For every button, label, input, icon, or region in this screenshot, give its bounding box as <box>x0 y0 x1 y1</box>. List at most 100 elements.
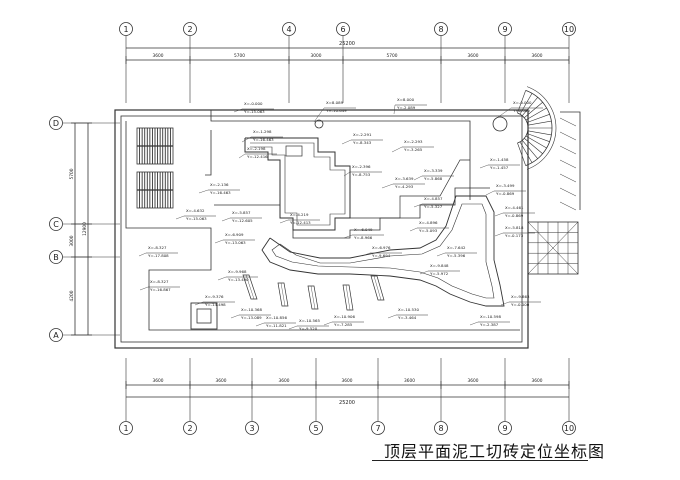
coord-x-17: X=-8.327 <box>148 245 167 250</box>
coord-y-10: Y=-5.868 <box>424 176 443 181</box>
coord-pointer-30 <box>255 322 265 327</box>
coord-x-13: X=-2.136 <box>210 182 229 187</box>
coord-x-14: X=-4.632 <box>186 208 205 213</box>
coord-x-5: X=-2.198 <box>247 146 266 151</box>
bottom-axis-bubble-2-label: 2 <box>187 424 192 433</box>
coord-pointer-31 <box>288 325 298 330</box>
spiral-tread-0 <box>517 90 526 114</box>
coord-y-31: Y=-9.520 <box>299 326 318 331</box>
top-dim-5: 3600 <box>532 53 543 59</box>
skylight-bar-0 <box>242 274 258 300</box>
left-dim-2: 4200 <box>69 290 75 301</box>
coord-y-14: Y=-15.063 <box>186 216 207 221</box>
coord-y-13: Y=-16.463 <box>210 190 231 195</box>
spiral-tread-3 <box>524 102 543 118</box>
bottom-dim-0: 3600 <box>153 378 164 384</box>
coord-pointer-16 <box>214 239 224 244</box>
right-rail-hatch-3 <box>559 159 577 169</box>
top-dim-1: 5700 <box>234 53 245 59</box>
coord-pointer-35 <box>419 270 429 275</box>
corner-marker-right <box>492 116 508 132</box>
coord-y-28: Y=-14.498 <box>205 302 226 307</box>
top-dim-4: 3600 <box>468 53 479 59</box>
spiral-tread-5 <box>526 114 550 123</box>
coord-x-33: X=-10.530 <box>398 307 419 312</box>
right-rail-hatch-5 <box>559 187 577 197</box>
bottom-dim-3: 3600 <box>342 378 353 384</box>
coord-pointer-26 <box>217 276 227 281</box>
coord-x-29: X=-10.368 <box>241 307 262 312</box>
top-axis-bubble-8 <box>434 22 448 36</box>
bottom-axis-bubble-10-label: 10 <box>564 424 574 433</box>
coord-y-29: Y=-13.089 <box>241 315 262 320</box>
coord-x-32: X=-10.906 <box>334 314 355 319</box>
coord-pointer-22 <box>361 252 371 257</box>
bottom-axis-bubble-5-label: 5 <box>313 424 318 433</box>
coord-x-23: X=-7.642 <box>447 245 466 250</box>
right-rail-hatch-6 <box>559 201 577 211</box>
coord-pointer-28 <box>194 301 204 306</box>
coord-y-2: Y=-2.089 <box>397 105 416 110</box>
coord-pointer-14 <box>175 215 185 220</box>
coord-x-24: X=-4.461 <box>505 205 524 210</box>
skylight-bar-mid-3 <box>345 284 351 311</box>
right-rail <box>560 111 581 210</box>
coord-y-8: Y=-8.753 <box>352 172 371 177</box>
slab-outline-top <box>210 110 471 200</box>
coord-y-27: Y=-16.867 <box>150 287 171 292</box>
spiral-tread-12 <box>522 140 538 159</box>
coord-pointer-18 <box>279 219 289 224</box>
coord-pointer-7 <box>391 146 403 153</box>
left-axis-bubble-A <box>49 328 63 342</box>
coord-pointer-10 <box>413 175 423 181</box>
coord-pointer-25 <box>494 232 504 237</box>
coord-y-6: Y=-8.343 <box>353 140 372 145</box>
coord-x-16: X=-6.909 <box>225 232 244 237</box>
coord-pointer-17 <box>138 252 147 257</box>
coord-y-20: Y=-5.093 <box>419 228 438 233</box>
coord-x-19: X=-4.857 <box>424 196 443 201</box>
top-dim-3: 5700 <box>387 53 398 59</box>
coord-y-3: Y=0.000 <box>513 108 530 113</box>
coord-x-3: X=-0.000 <box>513 100 532 105</box>
skylight-bar-2 <box>307 285 319 310</box>
penthouse-outline <box>244 137 351 231</box>
spiral-tread-11 <box>524 138 543 154</box>
coord-x-18: X=-4.219 <box>290 212 309 217</box>
spiral-tread-2 <box>522 97 538 116</box>
coord-y-36: Y=-2.387 <box>480 322 499 327</box>
coord-x-12: X=-3.499 <box>496 183 515 188</box>
opening-outer <box>190 302 218 330</box>
coord-x-35: X=-9.848 <box>430 263 449 268</box>
left-axis-bubble-D <box>49 116 63 130</box>
coord-pointer-15 <box>221 217 231 222</box>
spiral-tread-6 <box>527 120 552 126</box>
coord-x-21: X=-6.049 <box>354 227 373 232</box>
bottom-axis-bubble-1 <box>119 421 133 435</box>
top-dim-2: 3000 <box>311 53 322 59</box>
top-axis-bubble-10 <box>562 22 576 36</box>
coord-y-24: Y=-0.869 <box>505 213 524 218</box>
coord-pointer-34 <box>500 301 510 306</box>
spiral-rail-arc <box>526 86 557 170</box>
left-dim-0: 5700 <box>69 168 75 179</box>
skylight-bar-1 <box>277 282 289 307</box>
coord-pointer-0 <box>233 108 243 113</box>
drawing-title: 顶层平面泥工切砖定位坐标图 <box>384 442 606 461</box>
slab-outline-left <box>125 121 520 331</box>
coord-x-30: X=-10.856 <box>266 315 287 320</box>
spiral-tread-1 <box>519 93 533 115</box>
bottom-total-dim: 25200 <box>339 400 355 406</box>
coord-x-10: X=-3.339 <box>424 168 443 173</box>
spiral-tread-13 <box>519 141 533 163</box>
bottom-dim-4: 3600 <box>404 378 415 384</box>
coord-y-25: Y=-0.173 <box>505 233 524 238</box>
gutter-route-1 <box>214 187 490 239</box>
spiral-tread-14 <box>517 142 526 166</box>
coord-x-26: X=-9.968 <box>228 269 247 274</box>
coord-pointer-2 <box>393 104 396 115</box>
top-axis-bubble-6-label: 6 <box>340 25 345 34</box>
coord-y-30: Y=-11.821 <box>266 323 287 328</box>
coord-pointer-21 <box>343 234 353 239</box>
